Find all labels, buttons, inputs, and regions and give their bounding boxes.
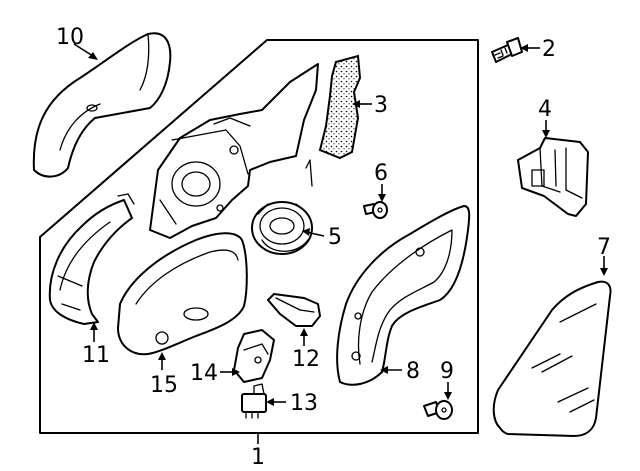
callout-14: 14 (190, 361, 218, 386)
callout-10: 10 (56, 25, 84, 50)
screw-part (491, 37, 523, 63)
callout-7: 7 (597, 235, 611, 260)
callout-1: 1 (251, 445, 265, 470)
bracket-part (517, 137, 589, 217)
callout-9: 9 (440, 359, 454, 384)
callout-6: 6 (374, 161, 388, 186)
housing-frame-part (336, 205, 471, 386)
motor-part (251, 201, 313, 255)
callout-11: 11 (82, 343, 110, 368)
callout-8: 8 (406, 359, 420, 384)
assembly-boundary (39, 39, 479, 434)
lower-cover-part (117, 232, 248, 356)
mirror-glass-part (492, 280, 612, 437)
callout-4: 4 (538, 97, 552, 122)
callout-12: 12 (292, 347, 320, 372)
small-screw-part (363, 201, 388, 219)
turn-signal-part (48, 193, 135, 325)
small-bracket-part (233, 329, 275, 383)
leader-lines (73, 43, 608, 444)
bolt-part (423, 400, 453, 420)
mirror-cover-part (32, 32, 172, 178)
mirror-base-part (149, 63, 319, 239)
puddle-lamp-part (267, 293, 321, 327)
connector-part (241, 383, 267, 419)
callout-15: 15 (150, 373, 178, 398)
foam-pad-part (318, 54, 362, 160)
callout-13: 13 (290, 391, 318, 416)
callout-5: 5 (328, 225, 342, 250)
callout-3: 3 (374, 93, 388, 118)
callout-2: 2 (542, 37, 556, 62)
